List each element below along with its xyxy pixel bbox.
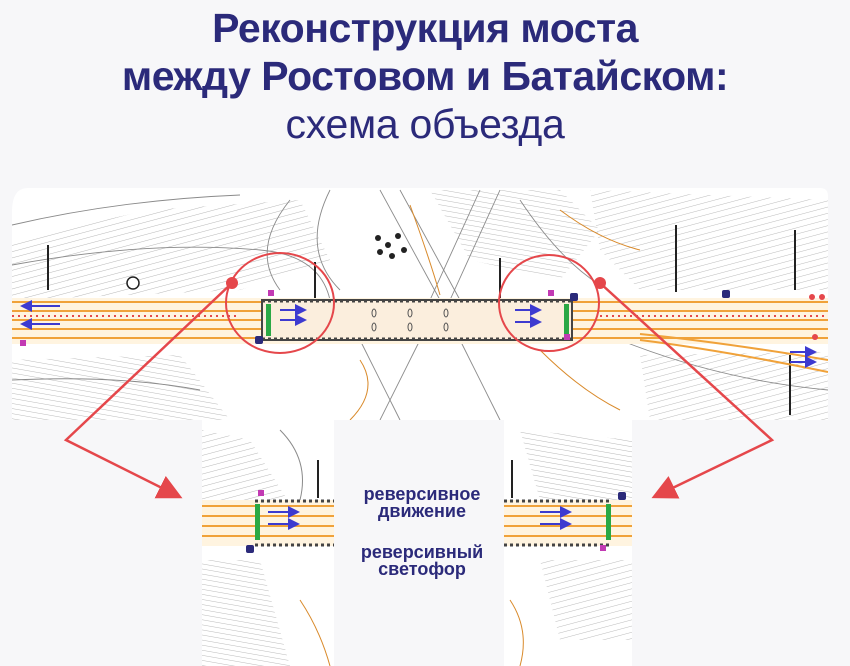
terrain-lines [12,189,828,421]
title-block: Реконструкция моста между Ростовом и Бат… [0,4,850,148]
highlight-circle-right [498,254,600,352]
terrain-orange-lines [349,204,641,421]
label-reverse-light: реверсивный светофор [360,542,484,579]
embankment-top-right [590,190,828,290]
title-line-3: схема объезда [285,101,565,147]
bridge-rails [262,299,572,341]
embankment-bottom-right [640,352,828,420]
detour-scheme [12,188,828,666]
tree-cluster [375,233,407,259]
signal-green-right [564,304,569,336]
embankment-top-left [12,200,330,300]
road-sign-icon [126,276,140,290]
bridge-deck [261,299,573,341]
reverse-arrow-icon [20,300,817,368]
bridge-piers [371,308,449,332]
title-line-2: между Ростовом и Батайском: [121,53,729,99]
zoom-panel-left [202,420,334,666]
lights-right [809,294,825,340]
traffic-light-icon [20,290,570,346]
signal-green-left [266,304,271,336]
signal-boxes [255,290,730,344]
label-reverse-traffic: реверсивное движение [363,484,481,521]
highlight-circle-left [225,252,335,354]
callout-arrow-icon [63,282,775,499]
title-line-1: Реконструкция моста [212,5,638,51]
zoom-panel-right [504,420,632,666]
map-panel [12,188,828,666]
embankment-top-mid [430,190,600,280]
